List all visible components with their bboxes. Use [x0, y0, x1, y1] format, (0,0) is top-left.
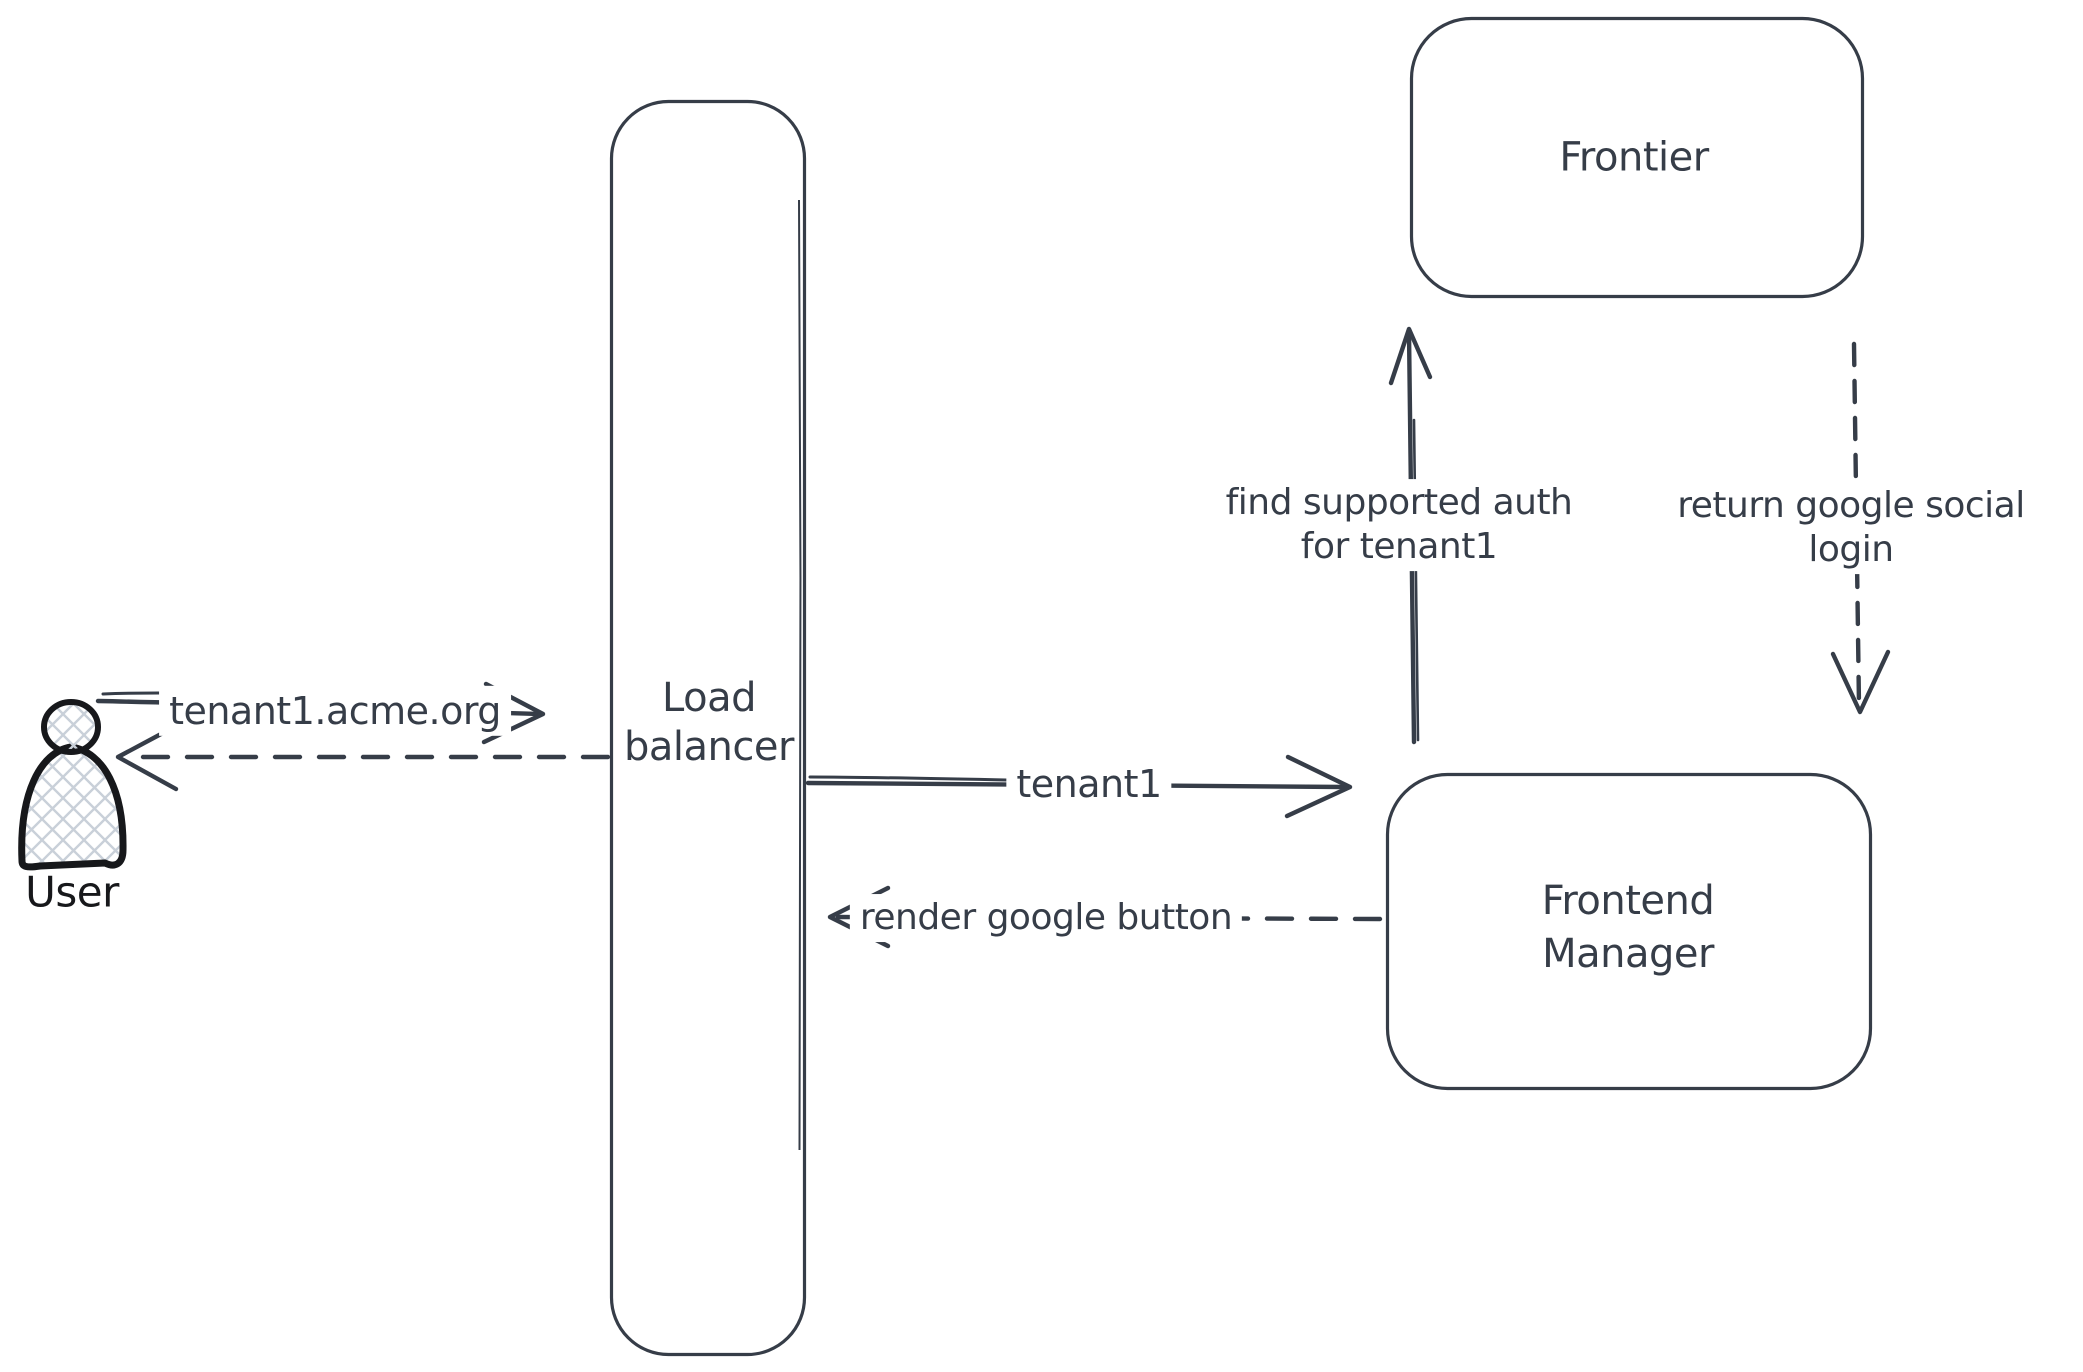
edge-label-return-google-social-login-line1: return google social — [1677, 485, 2025, 527]
edge-label-tenant1: tenant1 — [1006, 758, 1172, 810]
frontier-label: Frontier — [1559, 134, 1709, 181]
arrow-load-balancer-to-user — [115, 723, 611, 792]
user-body — [18, 743, 127, 871]
user-label: User — [25, 867, 119, 917]
frontier-box — [1409, 16, 1865, 299]
user-head — [41, 699, 101, 755]
arrowhead-left — [115, 723, 179, 792]
edge-label-find-supported-auth-line2: for tenant1 — [1300, 526, 1498, 567]
frontend-manager-label-line1: Frontend — [1541, 878, 1715, 925]
frontend-manager-label: Frontend Manager — [1542, 875, 1715, 981]
edge-label-find-supported-auth: find supported auth for tenant1 — [1215, 479, 1583, 571]
edge-label-return-google-social-login-line2: login — [1808, 529, 1894, 570]
load-balancer-label-line1: Load — [662, 675, 756, 722]
edge-label-tenant1-acme-org: tenant1.acme.org — [159, 685, 511, 737]
load-balancer-box-accent — [798, 199, 802, 1151]
load-balancer-label: Load balancer — [624, 674, 794, 772]
edge-label-return-google-social-login: return google social login — [1667, 482, 2035, 574]
frontend-manager-box — [1385, 772, 1873, 1091]
load-balancer-box — [609, 99, 807, 1357]
load-balancer-label-line2: balancer — [624, 724, 794, 770]
frontend-manager-label-line2: Manager — [1542, 931, 1714, 977]
edge-label-find-supported-auth-line1: find supported auth — [1225, 482, 1573, 524]
user-icon — [18, 699, 127, 871]
edge-label-render-google-button: render google button — [849, 894, 1243, 942]
arrowhead-right — [1284, 754, 1353, 819]
arrowhead-up — [1388, 326, 1433, 386]
arrow-frontier-to-frontend-manager — [1830, 341, 1891, 715]
arrowhead-down — [1830, 649, 1891, 715]
